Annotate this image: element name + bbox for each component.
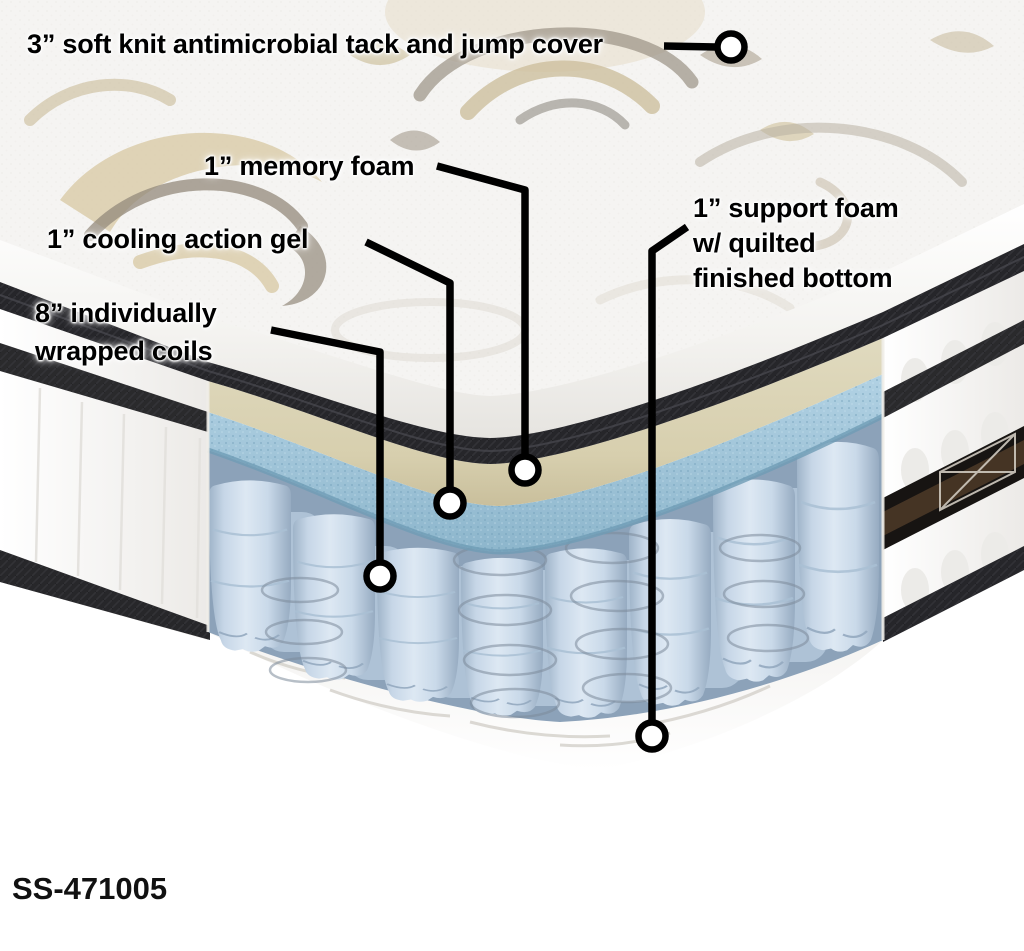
mattress-top-surface xyxy=(0,0,1024,438)
callout-label-cover: 3” soft knit antimicrobial tack and jump… xyxy=(27,29,603,59)
coil xyxy=(627,517,713,708)
callout-line-coils xyxy=(270,326,384,561)
callout-marker-memory-foam xyxy=(508,453,542,487)
callout-label-memory-foam: 1” memory foam xyxy=(204,151,415,181)
handle-x-stitch xyxy=(939,432,1016,512)
callout-label-cooling-gel: 1” cooling action gel xyxy=(47,224,309,254)
callout-marker-cooling-gel xyxy=(433,486,467,520)
spring-spirals xyxy=(260,531,810,719)
left-side-panel xyxy=(0,309,210,640)
cover-border-tape xyxy=(0,244,1024,464)
cut-face-left xyxy=(206,362,210,632)
callout-line-cooling-gel xyxy=(364,238,454,488)
cover-border-tape-texture xyxy=(0,244,1024,464)
pillowtop-edge-band xyxy=(0,204,1024,438)
product-code: SS-471005 xyxy=(12,871,168,906)
callout-marker-coils xyxy=(363,559,397,593)
left-panel-tape-bottom-texture xyxy=(0,550,210,640)
callout-label-support-line1: 1” support foam xyxy=(693,193,899,223)
mattress-handle xyxy=(883,426,1024,550)
quilted-bottom xyxy=(208,632,883,770)
callout-marker-cover xyxy=(714,30,748,64)
left-panel-fabric xyxy=(0,309,208,640)
coil xyxy=(291,512,377,682)
right-panel-tape-bottom-texture xyxy=(883,546,1024,642)
left-panel-tape-upper-texture xyxy=(0,343,208,432)
right-panel-tape-upper-texture xyxy=(883,320,1024,418)
callout-line-cover xyxy=(663,42,717,51)
callout-line-memory-foam xyxy=(436,162,529,455)
callout-label-coils-line1: 8” individually xyxy=(35,298,217,328)
callout-lines xyxy=(270,42,717,721)
callout-marker-support-foam xyxy=(635,719,669,753)
right-side-panel xyxy=(883,271,1024,642)
coil xyxy=(459,556,545,718)
callout-label-support-foam: 1” support foam w/ quilted finished bott… xyxy=(693,191,899,296)
cover-border-tape-ridge xyxy=(0,256,1024,453)
callout-line-support-foam xyxy=(648,223,690,721)
callout-label-coils: 8” individually wrapped coils xyxy=(35,294,217,370)
coil xyxy=(207,478,293,654)
coil xyxy=(795,440,881,654)
left-panel-quilt-seams xyxy=(34,387,202,619)
callout-label-coils-line2: wrapped coils xyxy=(35,336,213,366)
callout-label-support-line3: finished bottom xyxy=(693,263,893,293)
callout-markers xyxy=(363,30,748,753)
cut-face-right xyxy=(881,338,885,640)
callout-label-support-line2: w/ quilted xyxy=(693,228,816,258)
floral-pattern xyxy=(24,0,994,362)
